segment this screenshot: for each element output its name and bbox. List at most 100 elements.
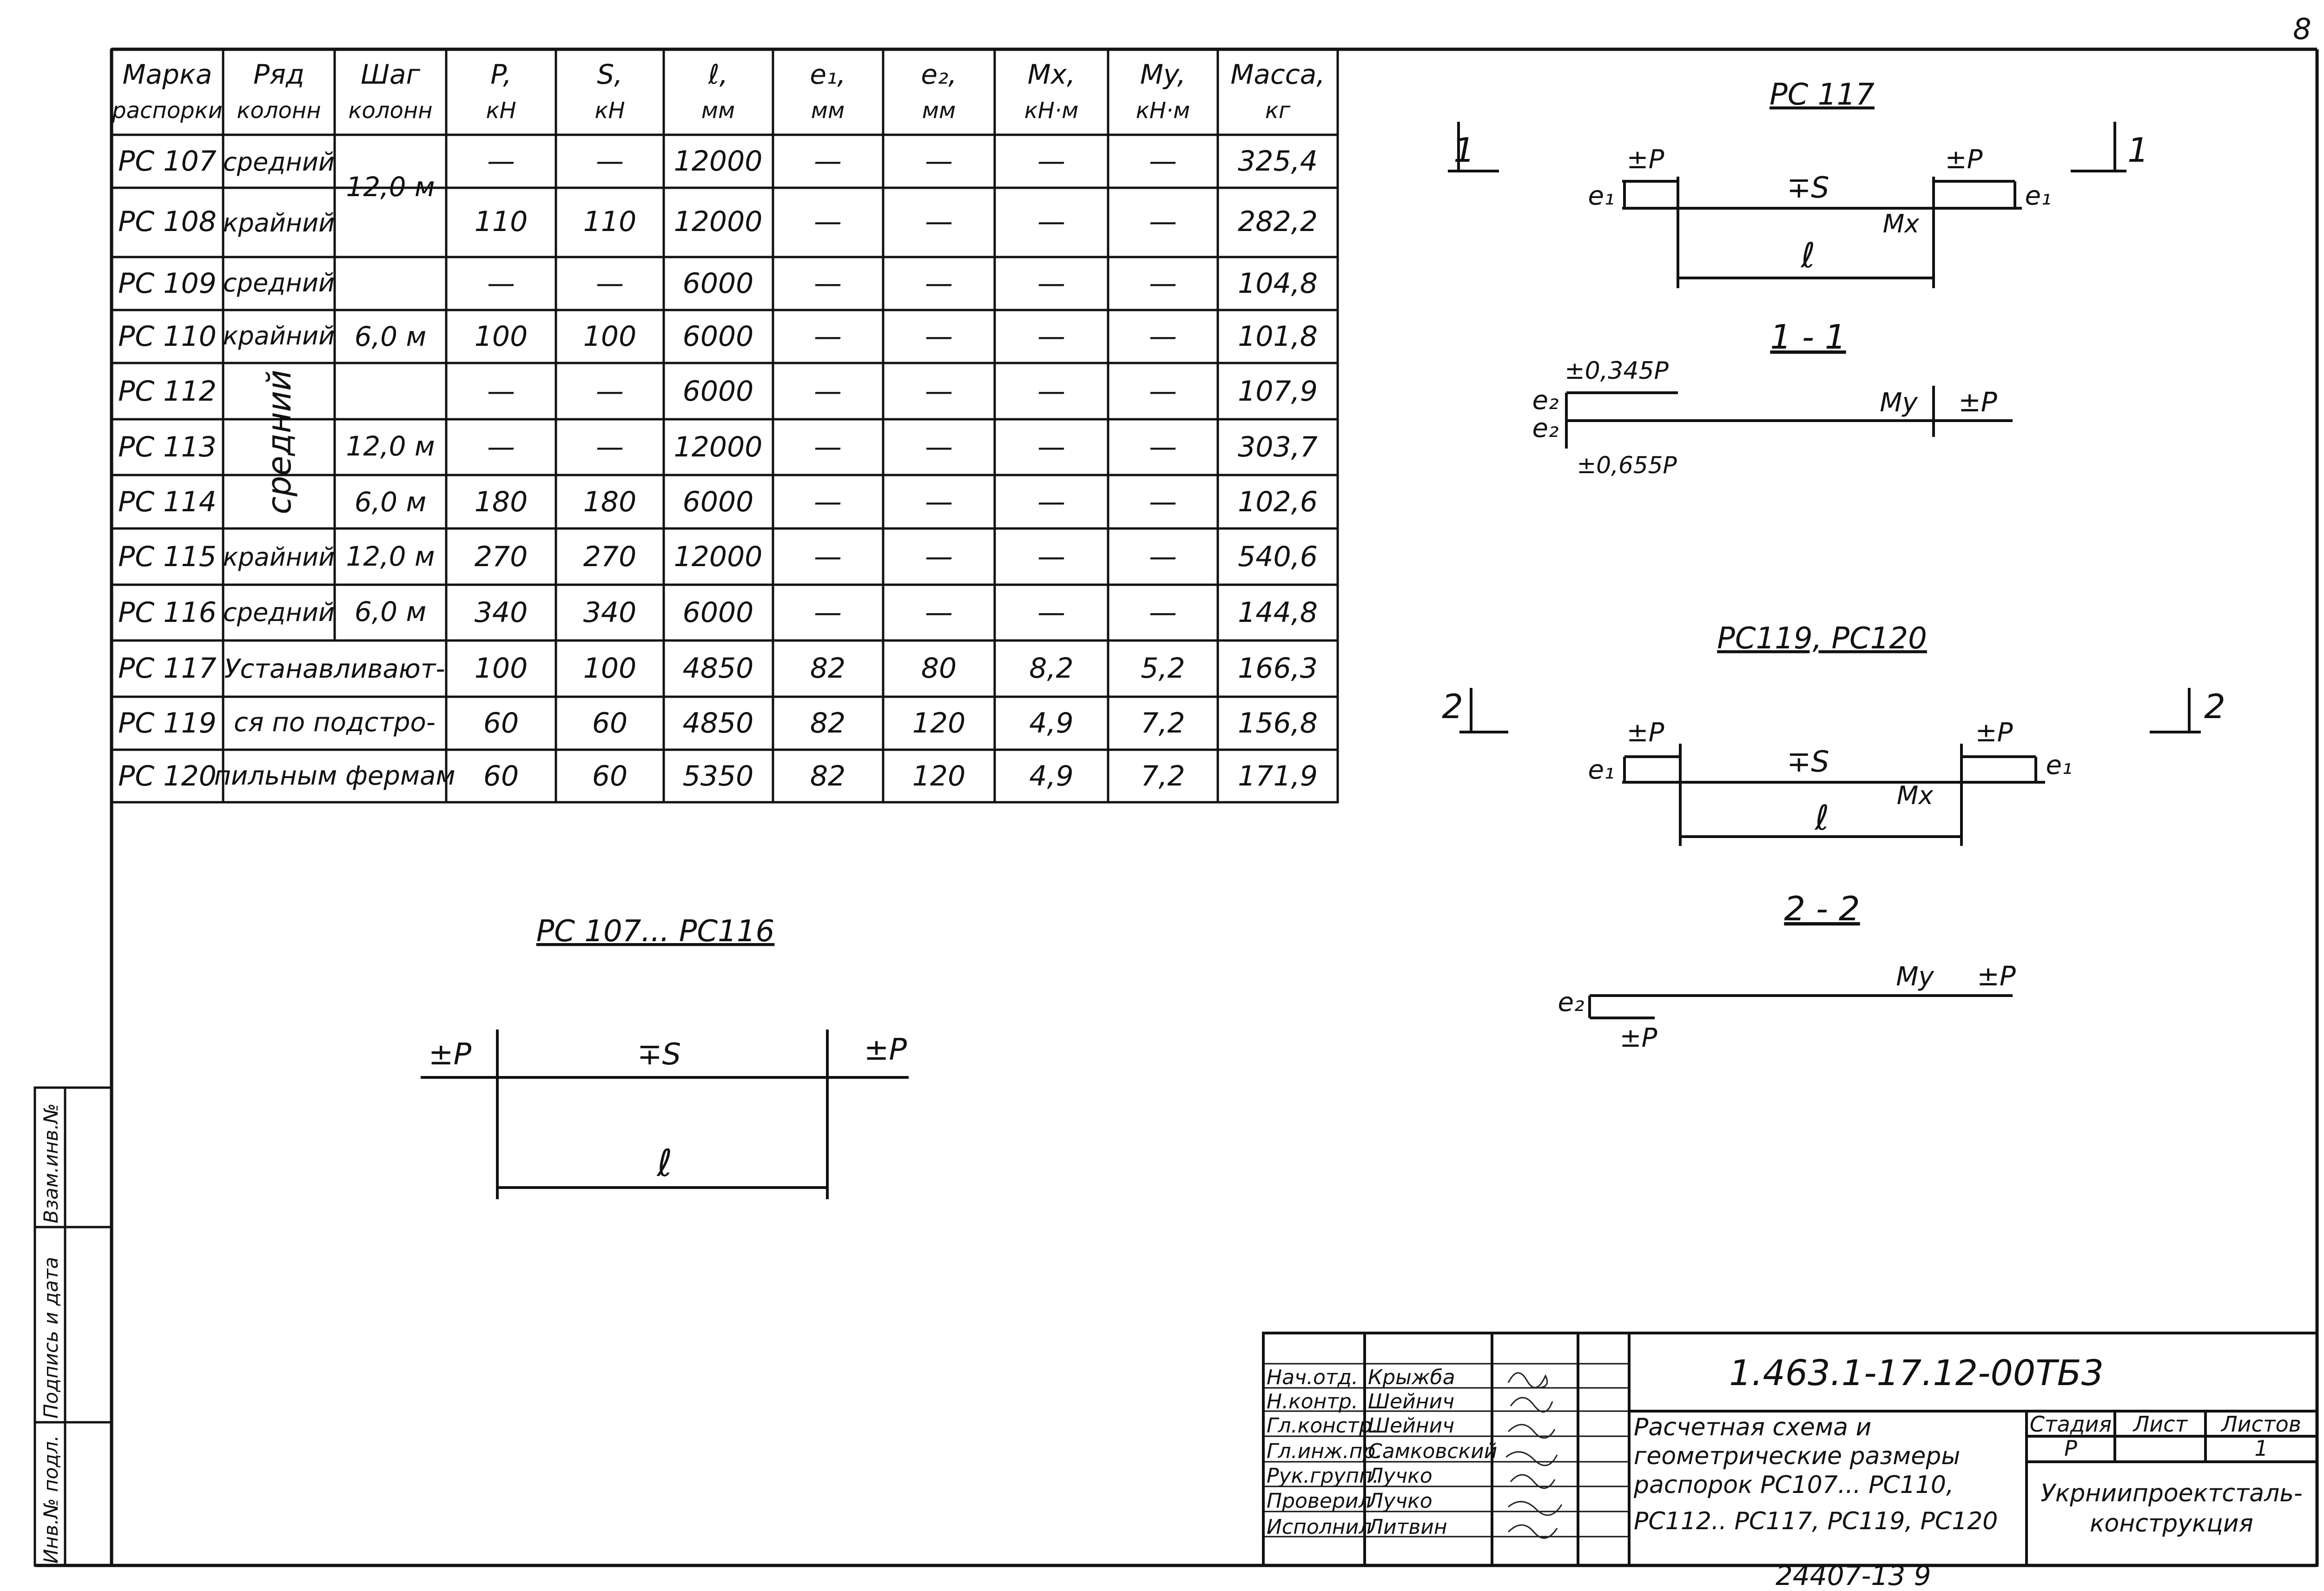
stamp-stage-value: Р — [2064, 1436, 2077, 1461]
header-my-2: кН·м — [1136, 98, 1190, 124]
cell-e1-3: — — [814, 267, 842, 300]
cell-e1-12: 82 — [810, 760, 845, 792]
cell-e2-12: 120 — [912, 760, 966, 792]
cell-my-7: — — [1149, 486, 1177, 518]
cell-massa-5: 107,9 — [1238, 375, 1318, 408]
cell-mx-3: — — [1037, 267, 1065, 300]
side-stamp-sign: Подпись и дата — [40, 1257, 62, 1419]
ryad-install-1: Устанавливают- — [224, 654, 445, 684]
section-1-1-title: 1 - 1 — [1770, 317, 1846, 356]
cell-l-4: 6000 — [683, 320, 754, 353]
ryad-krajnij-1: крайний — [223, 208, 335, 238]
stamp-stage-header: Стадия — [2030, 1412, 2112, 1437]
header-e2-1: e₂, — [921, 59, 957, 90]
cell-p-8: 270 — [475, 541, 528, 573]
stamp-org-line-1: Укрниипроектсталь- — [2040, 1479, 2303, 1507]
cell-e1-10: 82 — [810, 652, 845, 685]
header-marka-1: Марка — [123, 59, 212, 90]
header-e2-2: мм — [922, 98, 956, 124]
cell-e2-10: 80 — [921, 652, 957, 685]
stamp-name-7: Литвин — [1367, 1515, 1447, 1539]
stamp-role-1: Нач.отд. — [1267, 1366, 1358, 1389]
stamp-name-2: Шейнич — [1368, 1390, 1454, 1413]
stamp-role-7: Исполнил — [1267, 1515, 1372, 1539]
cell-e2-4: — — [925, 320, 953, 353]
cell-my-8: — — [1149, 541, 1177, 573]
cell-s-9: 340 — [583, 596, 637, 629]
pc119-e1-right: e₁ — [2046, 750, 2073, 780]
cell-l-1: 12000 — [674, 145, 763, 178]
header-marka-2: распорки — [112, 98, 223, 124]
cell-massa-3: 104,8 — [1238, 267, 1318, 300]
cell-marka-10: РС 117 — [118, 652, 217, 685]
diagram-pc117-title: РС 117 — [1769, 78, 1875, 112]
cell-p-3: — — [487, 267, 515, 300]
shag-12-c: 12,0 м — [346, 541, 435, 572]
ryad-krajnij-2: крайний — [223, 321, 335, 350]
stamp-org-line-2: конструкция — [2090, 1510, 2253, 1538]
pc117-mark1-right: 1 — [2127, 131, 2149, 170]
stamp-title-line-3: распорок РС107... РС110, — [1633, 1471, 1954, 1499]
sec22-p-bottom: ±P — [1620, 1023, 1657, 1053]
cell-e2-6: — — [925, 431, 953, 463]
cell-marka-3: РС 109 — [118, 267, 217, 300]
cell-my-4: — — [1149, 320, 1177, 353]
pc117-p-left: ±P — [1627, 145, 1664, 175]
cell-s-11: 60 — [592, 707, 627, 739]
diagram-pc117: РС 117 1 1 ±P ±P ∓S e₁ e₁ Mx ℓ — [1448, 78, 2149, 288]
signatures — [1505, 1372, 1563, 1539]
sec11-p0345: ±0,345P — [1565, 357, 1669, 385]
cell-s-5: — — [596, 375, 624, 408]
section-2-2: 2 - 2 e₂ ±P My ±P — [1558, 889, 2016, 1053]
header-mx-1: Mx, — [1028, 59, 1076, 90]
stamp-name-6: Лучко — [1367, 1489, 1433, 1513]
header-p-2: кН — [486, 98, 516, 124]
cell-p-5: — — [487, 375, 515, 408]
side-stamp-inv: Инв.№ подл. — [40, 1435, 62, 1564]
ryad-krajnij-3: крайний — [223, 542, 335, 572]
cell-s-8: 270 — [583, 541, 637, 573]
cell-e2-2: — — [925, 205, 953, 238]
sec11-e2-top: e₂ — [1532, 385, 1559, 416]
stamp-role-4: Гл.инж.пр. — [1267, 1439, 1382, 1463]
title-block: Нач.отд. Крыжба Н.контр. Шейнич Гл.конст… — [1262, 1332, 2318, 1567]
sec22-my: My — [1896, 962, 1934, 992]
pc117-l: ℓ — [1800, 236, 1816, 276]
shag-6-b: 6,0 м — [355, 486, 426, 518]
section-2-2-title: 2 - 2 — [1784, 889, 1860, 928]
cell-e1-9: — — [814, 596, 842, 629]
cell-my-1: — — [1149, 145, 1177, 178]
cell-l-3: 6000 — [683, 267, 754, 300]
cell-massa-7: 102,6 — [1238, 486, 1318, 518]
cell-e2-5: — — [925, 375, 953, 408]
stamp-doc-code: 1.463.1-17.12-00ТБ3 — [1729, 1352, 2104, 1393]
cell-e2-1: — — [925, 145, 953, 178]
cell-marka-5: РС 112 — [118, 375, 217, 408]
side-stamp-vzam: Взам.инв.№ — [40, 1103, 62, 1223]
cell-mx-11: 4,9 — [1029, 707, 1073, 739]
pc119-s: ∓S — [1787, 745, 1829, 779]
shag-6-c: 6,0 м — [355, 596, 426, 627]
pc119-p-right: ±P — [1975, 718, 2013, 748]
cell-massa-2: 282,2 — [1238, 205, 1318, 238]
cell-e1-2: — — [814, 205, 842, 238]
shag-6-a: 6,0 м — [355, 321, 426, 352]
cell-l-7: 6000 — [683, 486, 754, 518]
diagram-pc107-title: РС 107... РС116 — [536, 914, 775, 949]
cell-e1-7: — — [814, 486, 842, 518]
cell-p-6: — — [487, 431, 515, 463]
cell-mx-4: — — [1037, 320, 1065, 353]
header-e1-1: e₁, — [810, 59, 845, 90]
cell-s-7: 180 — [583, 486, 637, 518]
cell-my-3: — — [1149, 267, 1177, 300]
cell-mx-6: — — [1037, 431, 1065, 463]
pc107-l: ℓ — [656, 1142, 672, 1185]
header-ryad-2: колонн — [237, 98, 321, 124]
pc119-mark2-right: 2 — [2204, 687, 2225, 726]
header-ryad-1: Ряд — [253, 59, 304, 90]
stamp-role-3: Гл.констр. — [1267, 1414, 1379, 1438]
cell-my-10: 5,2 — [1141, 652, 1185, 685]
cell-l-8: 12000 — [674, 541, 763, 573]
stamp-role-6: Проверил — [1267, 1489, 1372, 1513]
